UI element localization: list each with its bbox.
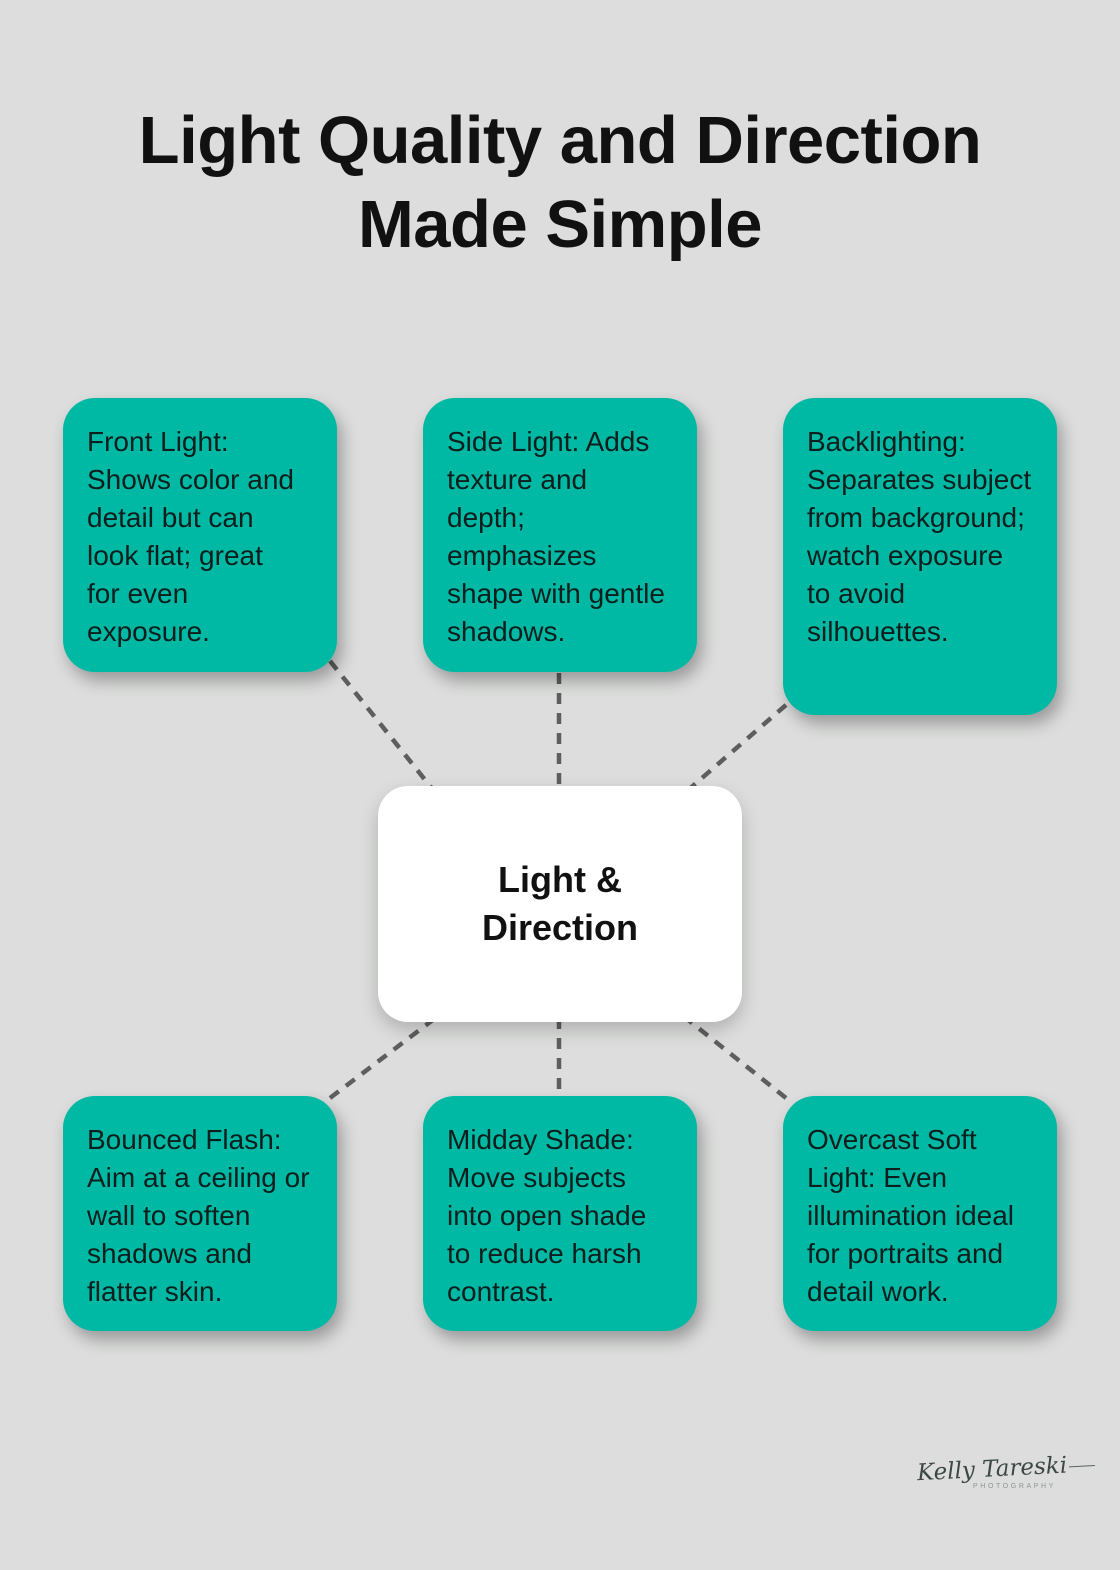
- page-title: Light Quality and Direction Made Simple: [0, 99, 1120, 267]
- page-title-line1: Light Quality and Direction: [138, 103, 982, 178]
- connector-front-light: [328, 659, 436, 793]
- node-side-light: Side Light: Adds texture and depth; emph…: [423, 398, 697, 672]
- signature-flourish: [1069, 1464, 1096, 1467]
- connector-backlighting: [685, 703, 788, 793]
- center-node-light-and-direction: Light & Direction: [378, 786, 742, 1022]
- page-title-line2: Made Simple: [357, 187, 763, 262]
- connector-bounced-flash: [328, 1017, 436, 1100]
- node-backlighting: Backlighting: Separates subject from bac…: [783, 398, 1057, 715]
- node-bounced-flash: Bounced Flash: Aim at a ceiling or wall …: [63, 1096, 337, 1331]
- center-node-line2: Direction: [481, 907, 639, 948]
- node-midday-shade: Midday Shade: Move subjects into open sh…: [423, 1096, 697, 1331]
- node-overcast-soft-light: Overcast Soft Light: Even illumination i…: [783, 1096, 1057, 1331]
- photographer-signature-watermark: Kelly Tareski PHOTOGRAPHY: [916, 1452, 1096, 1490]
- signature-name: Kelly Tareski: [916, 1452, 1096, 1486]
- center-node-line1: Light &: [498, 859, 622, 900]
- signature-subtitle: PHOTOGRAPHY: [973, 1483, 1056, 1490]
- node-front-light: Front Light: Shows color and detail but …: [63, 398, 337, 672]
- connector-overcast-soft-light: [685, 1017, 788, 1100]
